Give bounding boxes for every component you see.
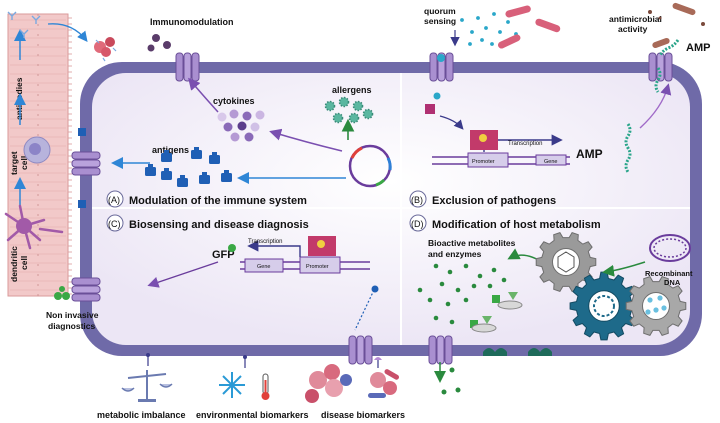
channel-icon-left-c [71,277,101,302]
amp-outside-label: AMP [686,42,710,54]
amp-peptide-outside [658,39,680,57]
gear-icon-grey-top [535,231,597,293]
sensor-line [354,289,375,331]
antimicrobial-label-2: activity [618,24,648,34]
channel-icon-bottom-d [428,335,453,365]
recombinant-label-1: Recombinant [645,269,693,278]
amp-peptide-inside [624,123,632,173]
quorum-label-1: quorum [424,6,456,16]
antibody-icon [7,11,41,38]
bottom-transporter-icons [483,348,552,356]
panel-d: (D) Modification of host metabolism [409,214,601,232]
dendritic-cell-icon [4,204,64,250]
panel-b-title: Exclusion of pathogens [432,195,556,207]
channel-icon-left-a [71,151,101,176]
gfp-output-dots [54,286,70,300]
transcription-label-b: Transcription [508,141,542,147]
panel-c: (C) Biosensing and disease diagnosis [106,214,309,232]
non-invasive-label-1: Non invasive [46,310,99,320]
panel-a-letter: (A) [108,195,120,205]
dendritic-cell-label-1: dendritic [9,246,19,282]
antigens-label: antigens [152,145,189,155]
environmental-biomarkers-label: environmental biomarkers [196,410,309,420]
arrow-amp-out [639,83,672,129]
arrow-cytokines-out [188,77,219,113]
panel-c-letter: (C) [108,219,121,229]
scale-icon [121,353,173,402]
promoter-label-c: Promoter [306,264,329,270]
arrow-to-promoter-b [439,115,464,130]
gene-label-b: Gene [544,159,557,165]
promoter-label-b: Promoter [472,159,495,165]
allergens-label: allergens [332,85,372,95]
panel-b: (B) Exclusion of pathogens [409,190,556,208]
dendritic-cell-label-2: cell [19,256,29,270]
panel-c-title: Biosensing and disease diagnosis [129,219,309,231]
cytokine-icon [217,109,265,142]
panel-a: (A) Modulation of the immune system [106,190,307,208]
metabolic-imbalance-label: metabolic imbalance [97,410,186,420]
quorum-label-2: sensing [424,16,456,26]
non-invasive-label-2: diagnostics [48,321,96,331]
signal-molecule-inside [433,92,441,100]
sensor-dot [371,285,379,293]
target-cell-icon [23,136,51,164]
immunomodulation-dots [147,34,171,52]
antibodies-label: antibodies [14,77,24,120]
antigen-icon [145,147,232,187]
signal-molecule [437,54,445,62]
bacteria-icon [498,5,561,49]
bacteria-cluster-icon [368,357,400,398]
immunomodulation-label: Immunomodulation [150,17,234,27]
quorum-signal-dots [460,12,518,46]
gene-label-c: Gene [257,264,270,270]
cytokines-label: cytokines [213,96,255,106]
tumor-cells-icon [305,364,352,403]
gfp-label: GFP [212,249,235,261]
panel-d-title: Modification of host metabolism [432,219,601,231]
amp-inside-label: AMP [576,147,603,161]
target-cell-label-1: target [9,151,19,175]
enzyme-icon [470,292,523,333]
panel-a-title: Modulation of the immune system [129,195,307,207]
panel-d-letter: (D) [411,219,424,229]
arrow-antibody-to-pathogen [47,23,88,43]
bioactive-label-1: Bioactive metabolites [428,238,516,248]
snowflake-icon [219,372,245,398]
allergen-icon [324,96,374,124]
molecule-icon [557,251,575,273]
antimicrobial-label-1: antimicrobial [609,14,662,24]
plasmid-icon [348,144,392,188]
target-cell-label-2: cell [19,156,29,170]
gene-cassette-c [240,236,370,274]
arrow-gfp-out [147,261,219,288]
intestinal-epithelium [7,13,72,297]
gfp-dot [228,244,236,252]
epithelial-receptor-icon [78,200,86,208]
channel-icon-top-amp [648,52,673,82]
metabolite-dots [417,263,507,325]
bioactive-label-2: and enzymes [428,249,482,259]
arrow-dna-to-gear [602,261,646,277]
secreted-metabolites [441,367,461,395]
dna-icon [649,234,691,262]
channel-icon-bottom-c [348,335,373,365]
thermometer-icon [243,355,270,400]
channel-icon-top-a [175,52,200,82]
arrow-plasmid-to-cytokines [269,128,343,152]
transcription-label-c: Transcription [248,239,282,245]
disease-biomarkers-label: disease biomarkers [321,410,405,420]
panel-b-letter: (B) [411,195,423,205]
recombinant-label-2: DNA [664,278,681,287]
lysed-bacteria-icon [648,2,705,49]
gene-cassette-b [432,130,570,168]
pathogen-cluster-icon [94,37,117,62]
receptor-square [425,104,435,114]
amp-peptide-membrane [654,67,662,93]
epithelial-receptor-icon [78,128,86,136]
